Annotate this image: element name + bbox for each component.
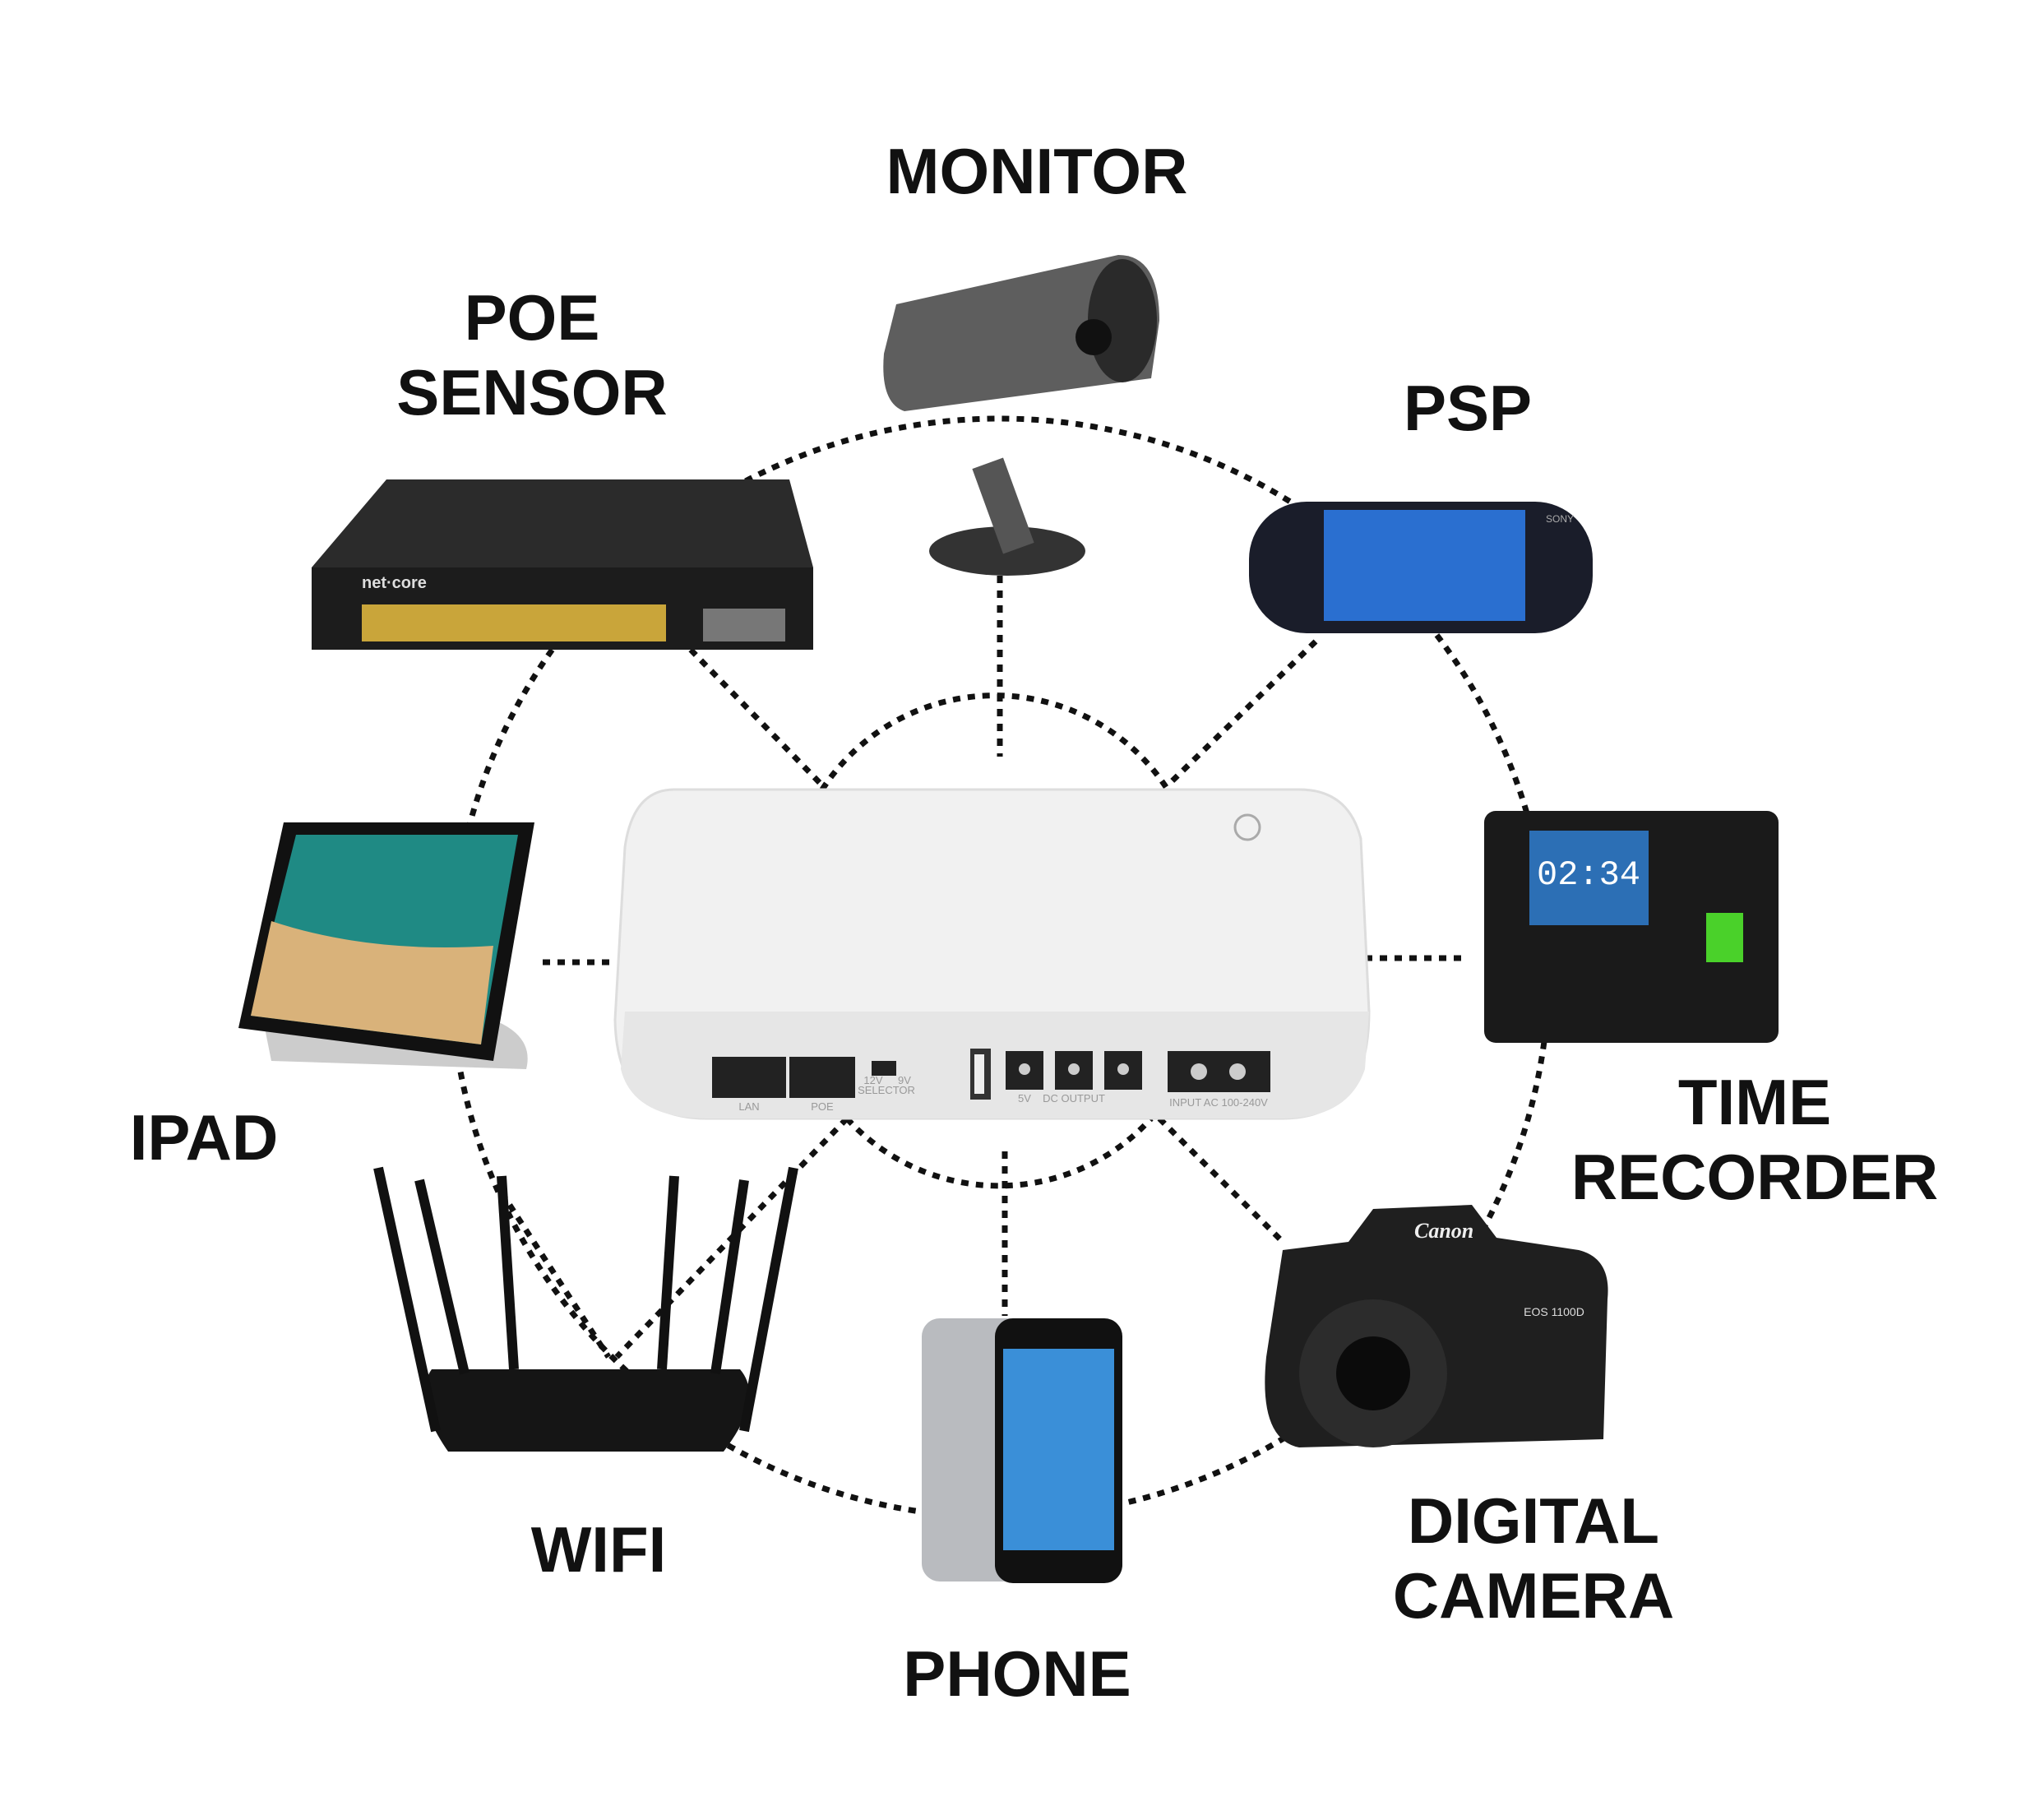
label-time: TIME	[1678, 1066, 1831, 1138]
label-poe: POE	[465, 281, 600, 354]
poe-switch-image: net·core	[312, 479, 813, 650]
clock-display: 02:34	[1537, 855, 1640, 895]
label-phone: PHONE	[903, 1637, 1131, 1710]
output-5v: 5V	[1018, 1092, 1031, 1105]
phone-image	[922, 1318, 1122, 1583]
label-recorder: RECORDER	[1571, 1141, 1938, 1213]
ipad-image	[238, 822, 534, 1069]
time-recorder-image: 02:34	[1484, 811, 1779, 1043]
label-ipad: IPAD	[130, 1101, 279, 1174]
cctv-camera-image	[883, 255, 1159, 576]
label-sensor: SENSOR	[396, 356, 667, 428]
camera-brand: Canon	[1414, 1219, 1473, 1243]
inner-dotted-arc-bottom	[844, 1116, 1154, 1189]
label-camera: CAMERA	[1393, 1559, 1674, 1632]
label-wifi: WIFI	[531, 1513, 667, 1586]
psp-image: SONY	[1249, 502, 1593, 633]
selector-12v: 12V	[863, 1074, 882, 1086]
camera-model: EOS 1100D	[1524, 1305, 1584, 1318]
psp-brand: SONY	[1546, 513, 1574, 525]
wifi-router-image	[373, 1166, 798, 1452]
power-button-icon	[1233, 813, 1261, 841]
port-label-poe: POE	[811, 1100, 834, 1113]
port-label-lan: LAN	[738, 1100, 759, 1113]
switch-brand: net·core	[362, 574, 427, 592]
inner-dotted-arc-top	[820, 692, 1170, 791]
dslr-camera-image: Canon EOS 1100D	[1265, 1205, 1608, 1447]
mini-ups-device: LAN POE SELECTOR 12V 9V 5V DC OUTPUT INP…	[613, 788, 1371, 1120]
label-monitor: MONITOR	[886, 135, 1188, 207]
label-digital: DIGITAL	[1408, 1484, 1659, 1557]
input-label: INPUT AC 100-240V	[1169, 1096, 1268, 1109]
selector-9v: 9V	[898, 1074, 911, 1086]
selector-label: SELECTOR	[858, 1084, 915, 1096]
label-psp: PSP	[1404, 372, 1532, 444]
output-label: DC OUTPUT	[1043, 1092, 1105, 1105]
